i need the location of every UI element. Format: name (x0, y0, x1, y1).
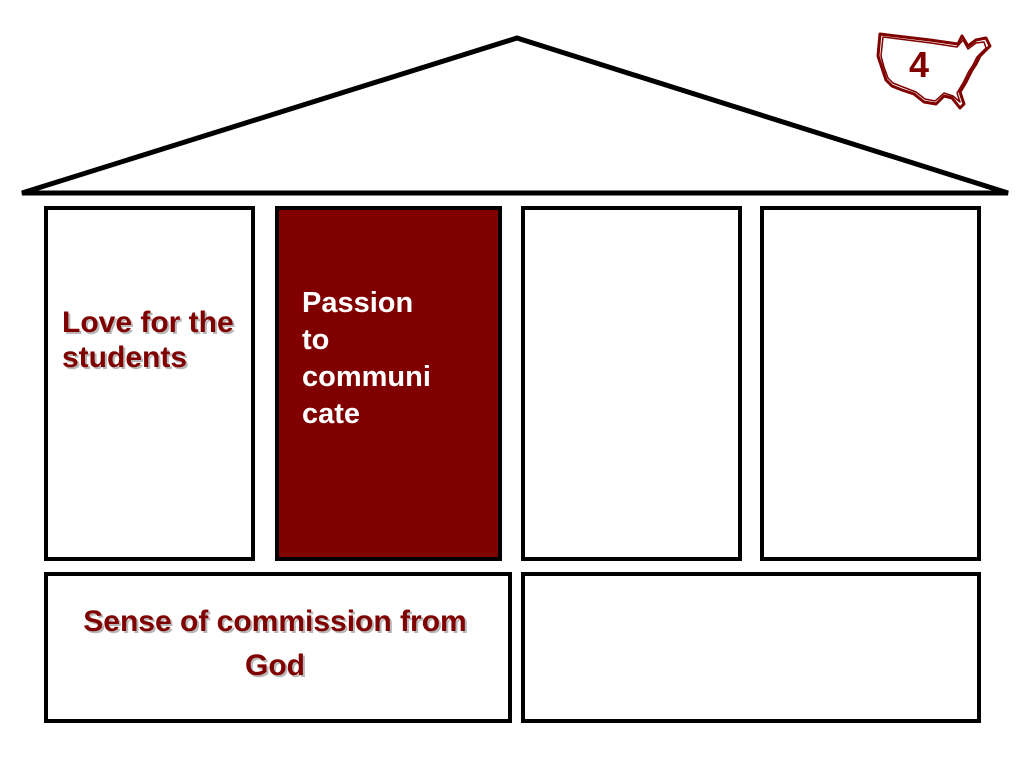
foundation-block-left (44, 572, 512, 723)
pillar-1 (44, 206, 255, 561)
pillar-2 (275, 206, 502, 561)
usa-map-icon (876, 32, 992, 110)
pillar-4 (760, 206, 981, 561)
roof (21, 35, 1009, 196)
badge-number: 4 (909, 44, 929, 85)
pillar-3 (521, 206, 742, 561)
pillar-2-label: Passion to communi cate (302, 287, 431, 430)
foundation-block-right (521, 572, 981, 723)
pillar-1-label: Love for the students (62, 306, 234, 374)
foundation-left-label: Sense of commission from God (83, 605, 467, 682)
